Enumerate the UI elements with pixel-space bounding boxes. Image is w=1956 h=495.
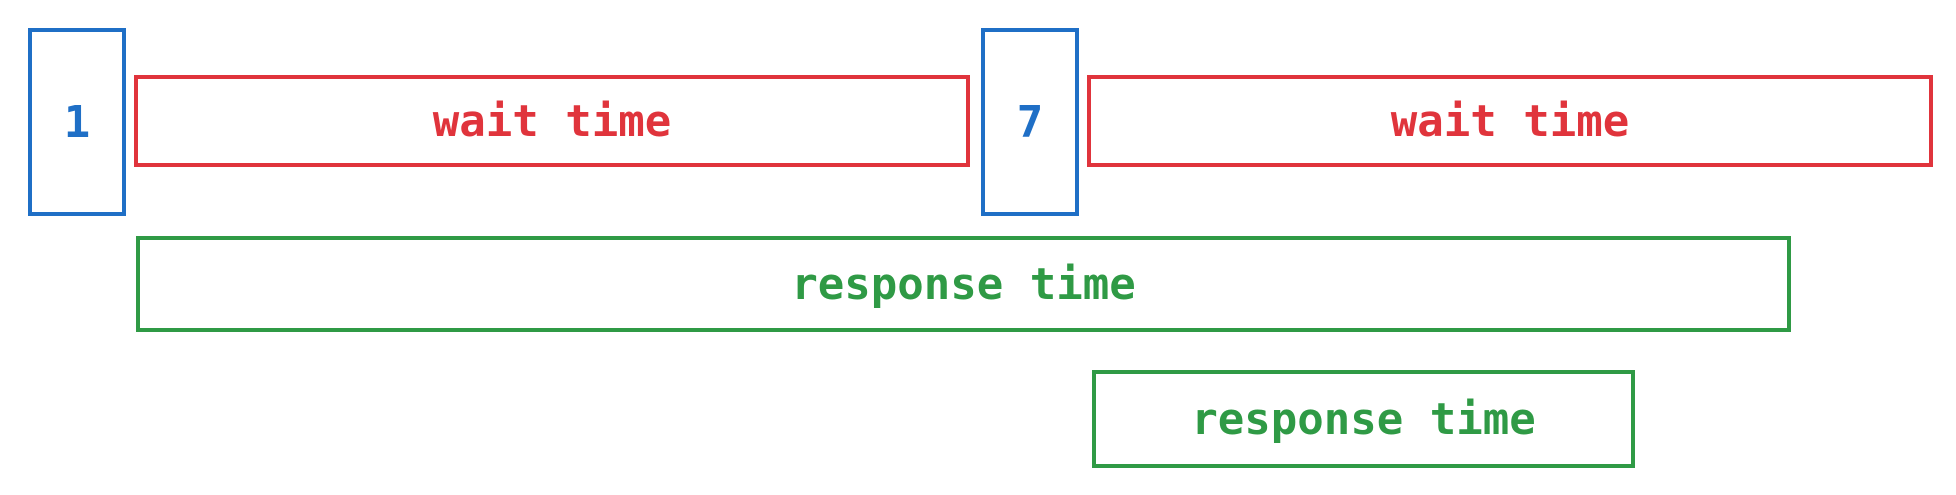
event-marker-7: 7 xyxy=(981,28,1079,216)
wait-time-bar-2: wait time xyxy=(1087,75,1933,167)
response-time-label: response time xyxy=(791,258,1136,310)
wait-time-label: wait time xyxy=(432,95,672,147)
event-marker-label: 1 xyxy=(63,96,91,148)
wait-time-label: wait time xyxy=(1390,95,1630,147)
wait-time-bar-1: wait time xyxy=(134,75,970,167)
response-time-bar-1: response time xyxy=(136,236,1791,332)
event-marker-1: 1 xyxy=(28,28,126,216)
response-time-label: response time xyxy=(1191,393,1536,445)
response-time-bar-2: response time xyxy=(1092,370,1635,468)
event-marker-label: 7 xyxy=(1016,96,1044,148)
